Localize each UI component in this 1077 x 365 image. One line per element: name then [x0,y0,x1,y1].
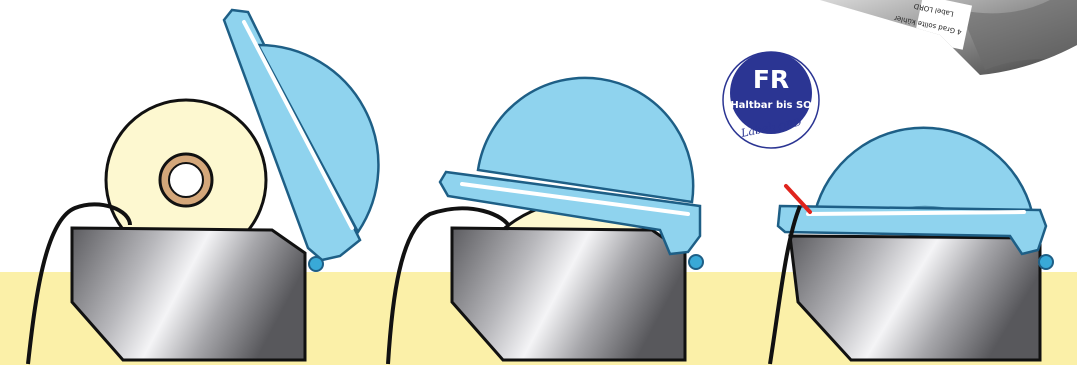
hinge [688,254,704,270]
lid-dome [255,43,380,235]
badge-code: FR [753,65,789,94]
badge-inner-disc [730,52,812,134]
label-strip [768,205,802,365]
printer-lid [438,170,702,256]
printer-lid [776,204,1048,256]
lid-dome [813,126,1034,214]
stage-2-lid-closing [386,76,704,365]
stage-1-lid-open [26,8,380,365]
hinge [1038,254,1054,270]
printer-body [788,234,1042,362]
tear-marker [784,184,812,214]
stage-3-lid-closed [768,126,1054,365]
printer-lid [222,8,362,262]
label-strip [386,206,512,365]
badge-subtitle: Haltbar bis SO [730,100,811,111]
labellord-badge: FR Haltbar bis SO Label LORD [722,51,820,149]
label-strip [26,202,132,365]
lid-dome [476,76,695,204]
printer-body [450,226,687,362]
printer-body [70,226,307,362]
hinge [308,256,324,272]
